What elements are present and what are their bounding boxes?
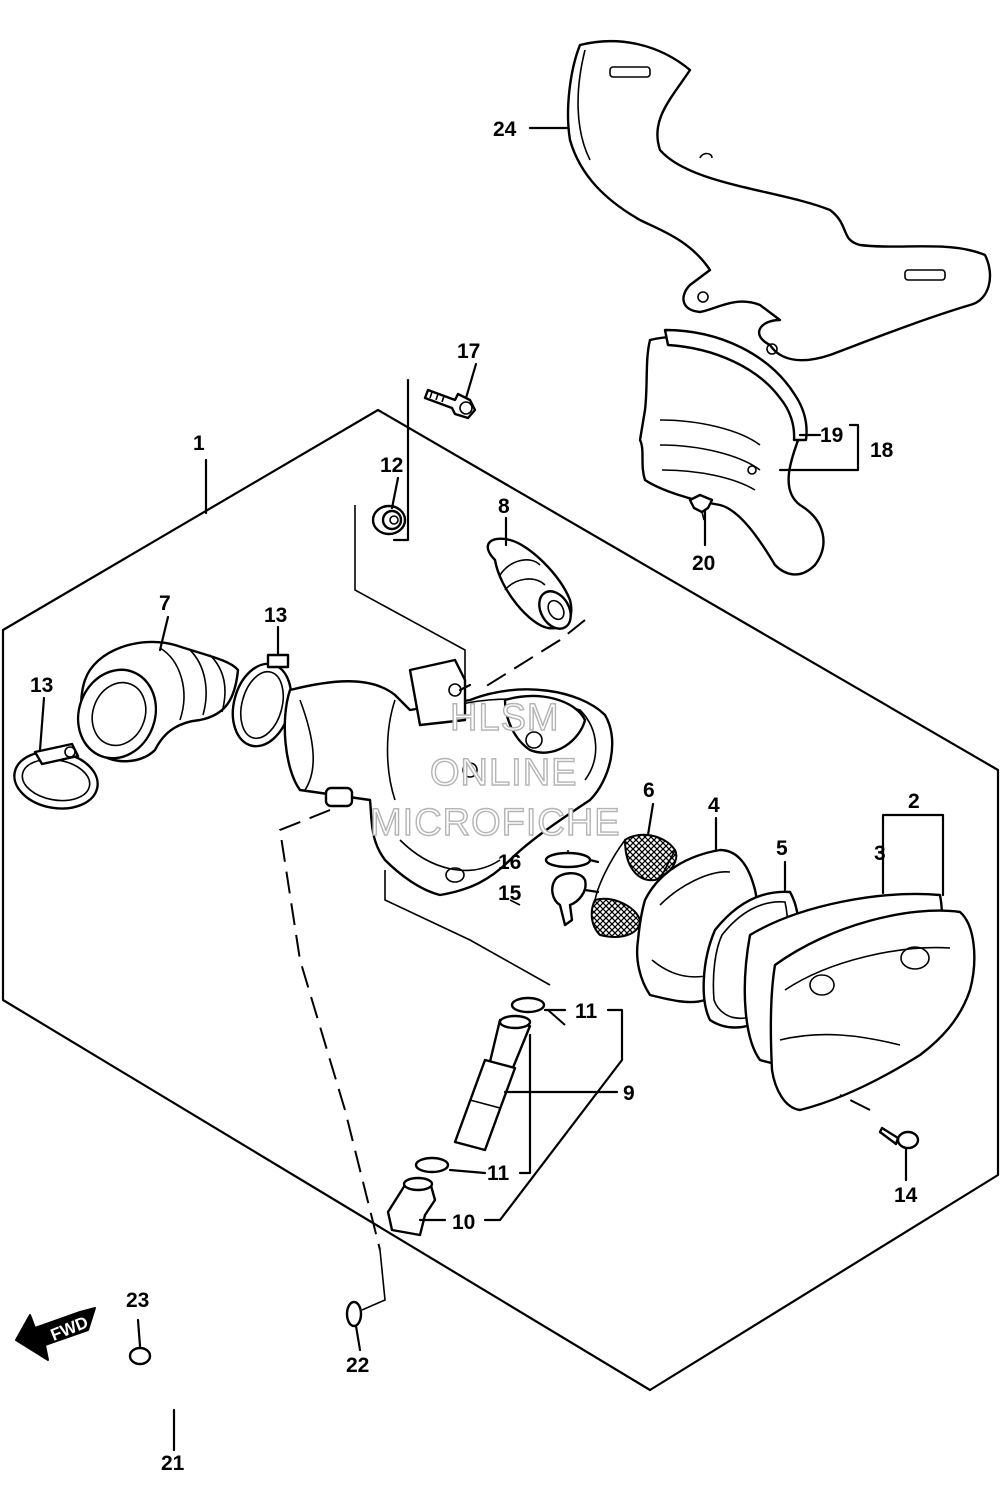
callout-11-upper: 11 bbox=[575, 1000, 598, 1023]
callout-18: 18 bbox=[870, 439, 894, 462]
part-2-cover bbox=[769, 909, 976, 1112]
callout-9: 9 bbox=[623, 1082, 635, 1105]
callout-6: 6 bbox=[643, 779, 655, 802]
callout-13-lower: 13 bbox=[30, 674, 53, 697]
callout-10: 10 bbox=[452, 1211, 475, 1234]
callout-3: 3 bbox=[874, 842, 886, 865]
fwd-arrow-icon: FWD bbox=[15, 1307, 96, 1361]
part-7-intake-elbow bbox=[76, 640, 240, 763]
part-1-air-cleaner-case bbox=[283, 658, 614, 897]
part-12-grommet bbox=[371, 504, 407, 536]
callout-16: 16 bbox=[498, 851, 521, 874]
callouts: 24 17 19 18 1 12 8 20 7 13 13 6 2 4 5 3 … bbox=[30, 118, 920, 1475]
part-17-bolt bbox=[423, 388, 477, 420]
part-8-boot bbox=[486, 537, 573, 630]
part-16-o-ring bbox=[544, 850, 592, 869]
part-20-clip bbox=[688, 493, 714, 521]
leader-lines bbox=[38, 126, 945, 1452]
part-15-drain-plug bbox=[551, 872, 587, 927]
part-21-hose bbox=[61, 1310, 358, 1432]
callout-23: 23 bbox=[126, 1289, 149, 1312]
callout-14: 14 bbox=[894, 1184, 918, 1207]
callout-2: 2 bbox=[908, 790, 920, 813]
part-14-screw bbox=[878, 1126, 920, 1150]
watermark: HLSM ONLINE MICROFICHE bbox=[369, 696, 621, 844]
callout-17: 17 bbox=[457, 340, 480, 363]
callout-21: 21 bbox=[161, 1452, 185, 1475]
callout-11-lower: 11 bbox=[487, 1162, 510, 1185]
callout-5: 5 bbox=[776, 837, 788, 860]
watermark-line-3: MICROFICHE bbox=[370, 802, 621, 844]
callout-4: 4 bbox=[708, 794, 720, 817]
callout-22: 22 bbox=[346, 1354, 369, 1377]
part-10-plug bbox=[386, 1176, 437, 1237]
callout-12: 12 bbox=[380, 454, 403, 477]
fwd-label: FWD bbox=[48, 1313, 91, 1345]
part-13-clamp-lower bbox=[13, 742, 99, 810]
part-23-clip bbox=[128, 1346, 152, 1366]
callout-13-upper: 13 bbox=[264, 604, 287, 627]
callout-1: 1 bbox=[193, 432, 205, 455]
assembly-outline bbox=[1, 408, 1000, 1392]
part-11-ring-lower bbox=[414, 1156, 450, 1174]
callout-24: 24 bbox=[493, 118, 517, 141]
watermark-line-1: HLSM bbox=[450, 697, 560, 739]
part-22-clip bbox=[345, 1300, 363, 1328]
callout-8: 8 bbox=[498, 495, 510, 518]
part-11-ring-upper bbox=[510, 996, 546, 1014]
part-9-drain-tube bbox=[453, 1014, 532, 1152]
callout-7: 7 bbox=[159, 592, 171, 615]
part-18-19-shield-cover bbox=[638, 328, 825, 576]
callout-19: 19 bbox=[820, 424, 843, 447]
part-24-heat-shield bbox=[566, 39, 992, 362]
callout-20: 20 bbox=[692, 552, 715, 575]
callout-15: 15 bbox=[498, 882, 522, 905]
watermark-line-2: ONLINE bbox=[430, 752, 577, 794]
